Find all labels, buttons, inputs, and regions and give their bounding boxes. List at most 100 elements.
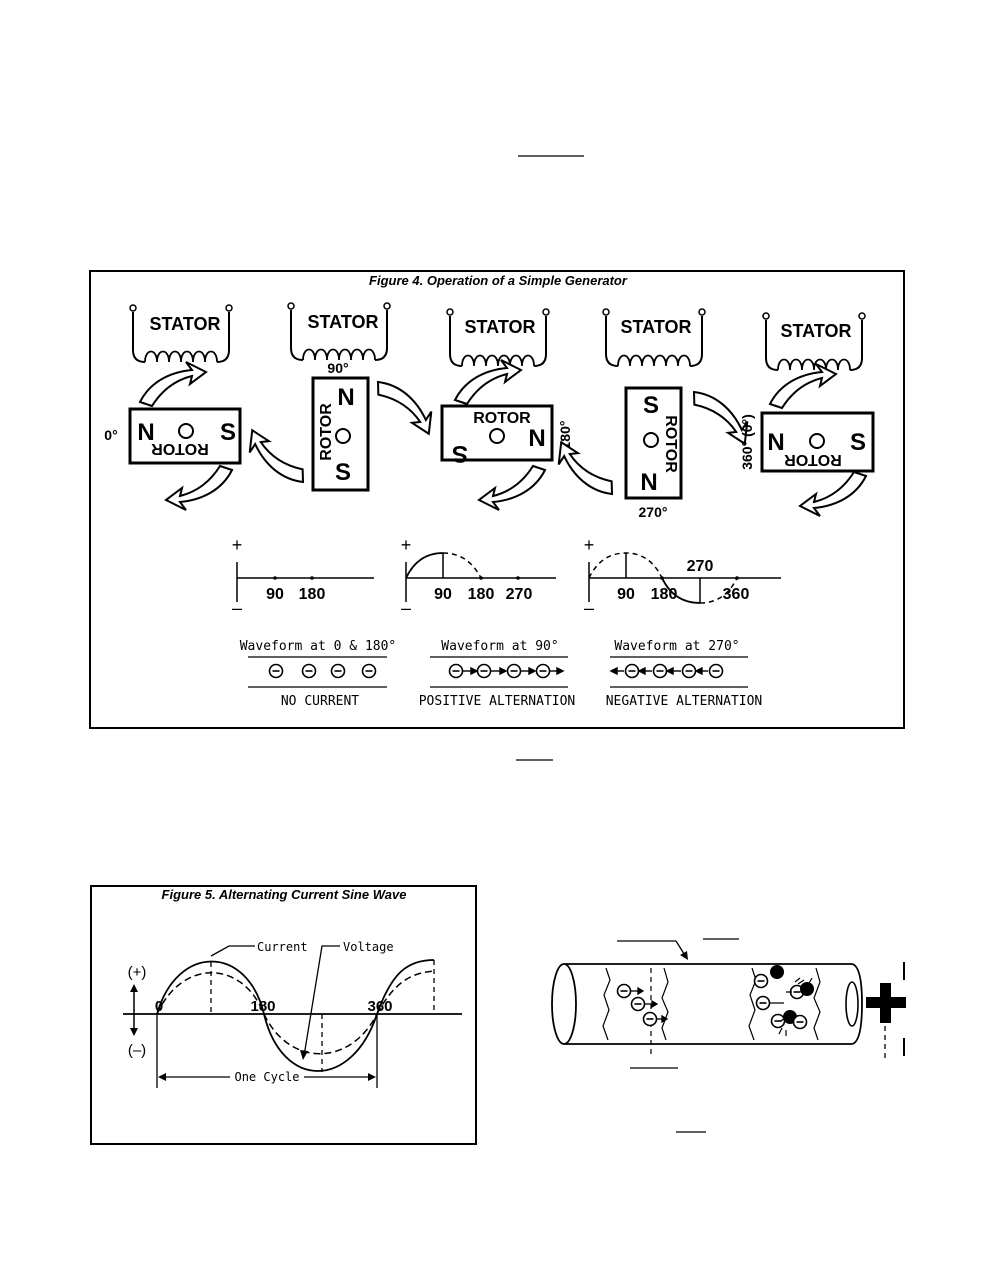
south-pole: S [335, 459, 351, 486]
generator-panel-0: STATOR N S ROTOR 0° [104, 304, 242, 511]
waveform-caption-positive: Waveform at 90° POSITIVE ALTERNATION [419, 639, 576, 709]
positive-label: (+) [128, 964, 147, 981]
electron-icon [301, 663, 317, 679]
electron-icon [753, 973, 769, 989]
angle-label-360: 360° (0°) [739, 414, 755, 470]
waveform-graph-0-180: + – 90 180 [232, 535, 374, 618]
current-wave-next [376, 959, 435, 1015]
flow-arrows-left [609, 666, 708, 676]
tick-label-270: 270 [687, 558, 714, 575]
plus-sign: + [232, 535, 243, 555]
north-pole: N [137, 419, 154, 446]
flow-arrows-right [463, 666, 565, 676]
electron-icon [616, 983, 632, 999]
plus-terminal-icon [866, 997, 906, 1008]
current-wave-negative [263, 1013, 378, 1072]
current-label: Current [257, 940, 308, 954]
arrow-down-icon [300, 1050, 308, 1060]
rotation-arrow-icon [165, 465, 233, 511]
waveform-caption-no-current: Waveform at 0 & 180° NO CURRENT [240, 639, 397, 709]
south-pole: S [452, 440, 468, 467]
north-pole: N [528, 425, 545, 452]
electron-icon [448, 663, 464, 679]
rotation-arrow-icon [769, 363, 837, 409]
rotor-label: ROTOR [662, 415, 679, 473]
waveform-caption: Waveform at 270° [614, 639, 739, 654]
electron-icon [476, 663, 492, 679]
positive-wave-dashed [442, 552, 482, 579]
negative-label: (–) [128, 1042, 146, 1059]
angle-label-270: 270° [639, 504, 668, 520]
rotor-label: ROTOR [473, 410, 531, 427]
voltage-wave-negative [263, 1013, 378, 1055]
flow-arrows-right [631, 986, 669, 1024]
electron-icon [535, 663, 551, 679]
rotor-shaft [809, 433, 825, 449]
plus-sign: + [401, 535, 412, 555]
arrow-right-icon [368, 1073, 376, 1081]
waveform-caption: Waveform at 90° [441, 639, 558, 654]
electron-icon [755, 995, 771, 1011]
tick-dot [479, 576, 483, 580]
minus-sign: – [232, 598, 242, 618]
cutaway-edge [602, 967, 669, 1041]
negative-wave-dashed [699, 577, 738, 604]
rotation-arrow-icon [454, 359, 522, 405]
generator-panel-270: STATOR S N ROTOR 270° [550, 308, 756, 520]
conductor-body [564, 963, 852, 1045]
tick-label-180: 180 [468, 586, 495, 603]
waveform-graph-90: + – 90 180 270 [401, 535, 556, 618]
tick-label-90: 90 [266, 586, 284, 603]
collision-marks [770, 977, 813, 1036]
positive-wave-solid [405, 552, 444, 579]
conductor-end-left [551, 963, 577, 1045]
electron-icon [361, 663, 377, 679]
figure-5-frame [90, 885, 477, 1145]
generator-panel-180: STATOR S N ROTOR 180° [440, 308, 573, 511]
electron-icon [630, 996, 646, 1012]
electron-icon [642, 1011, 658, 1027]
figure-4-frame [89, 270, 905, 729]
generator-panel-90: STATOR 90° N S ROTOR [241, 302, 440, 497]
electron-icon [792, 1014, 808, 1030]
south-pole: S [850, 429, 866, 456]
conductor-core-right [845, 981, 859, 1027]
rotation-arrow-icon [139, 361, 207, 407]
minus-sign: – [401, 598, 411, 618]
rotor-box [440, 404, 554, 462]
angle-label-0: 0° [104, 427, 117, 443]
tick-label-360: 360 [723, 586, 750, 603]
rotor-shaft [643, 432, 659, 448]
tick-dot [516, 576, 520, 580]
conductor-end-right [851, 963, 863, 1045]
tick-label-180: 180 [250, 998, 275, 1015]
figure-5-title: Figure 5. Alternating Current Sine Wave [162, 887, 407, 902]
south-pole: S [220, 419, 236, 446]
figure-4-title: Figure 4. Operation of a Simple Generato… [369, 273, 628, 288]
electron-icon [330, 663, 346, 679]
arrow-up-icon [130, 984, 138, 992]
rotor-shaft [489, 428, 505, 444]
electron-icon [681, 663, 697, 679]
stator-label: STATOR [621, 317, 692, 337]
rotation-arrow-icon [799, 471, 867, 517]
tick-label-180: 180 [651, 586, 678, 603]
rotor-label: ROTOR [784, 451, 842, 468]
current-leader-line [210, 945, 255, 957]
north-pole: N [767, 429, 784, 456]
rotor-label: ROTOR [318, 403, 335, 461]
arrow-icon [680, 951, 688, 960]
stator-label: STATOR [308, 312, 379, 332]
figure-5: Figure 5. Alternating Current Sine Wave … [90, 885, 477, 1145]
electron-icon [506, 663, 522, 679]
electron-icon [770, 1013, 786, 1029]
conductor-illustration [551, 938, 906, 1133]
south-pole: S [643, 392, 659, 419]
arrow-down-icon [130, 1028, 138, 1036]
cycle-label: One Cycle [234, 1070, 299, 1084]
electron-icon [652, 663, 668, 679]
tick-dot [660, 576, 664, 580]
tick-dot [273, 576, 277, 580]
plus-sign: + [584, 535, 595, 555]
